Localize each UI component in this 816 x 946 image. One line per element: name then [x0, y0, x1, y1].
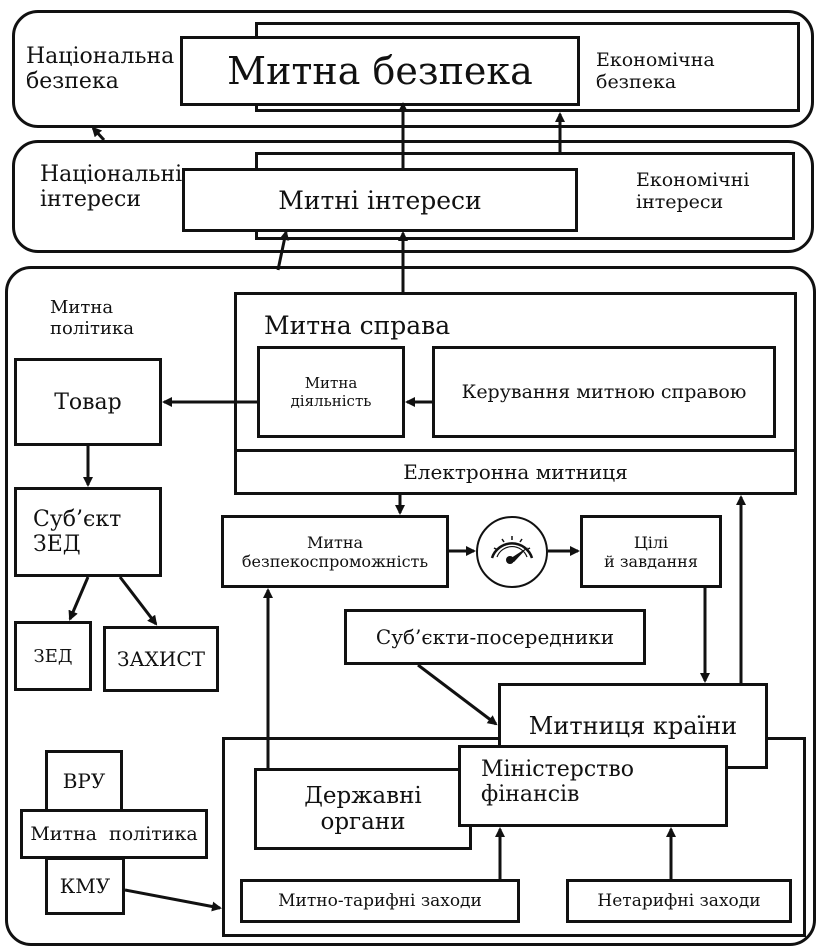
goods-label: Товар [54, 389, 122, 415]
state-bodies-label: Державні органи [304, 783, 422, 835]
goods-box: Товар [14, 358, 162, 446]
customs-policy-label: Митна політика [50, 297, 134, 339]
customs-policy-bar: Митна політика [20, 809, 208, 859]
non-tariff-measures-label: Нетарифні заходи [597, 891, 761, 911]
customs-activity-label: Митна діяльність [290, 374, 372, 410]
fea-subject-box: Суб’єкт ЗЕД [14, 487, 162, 577]
intermediaries-box: Суб’єкти-посередники [344, 609, 646, 665]
tariff-measures-label: Митно-тарифні заходи [278, 891, 482, 911]
fea-subject-label: Суб’єкт ЗЕД [33, 507, 122, 557]
protection-box: ЗАХИСТ [103, 626, 219, 692]
kmu-box: КМУ [45, 857, 125, 915]
economic-interests-label: Економічні інтереси [636, 169, 750, 213]
customs-capability-label: Митна безпекоспроможність [241, 532, 429, 571]
vru-box: ВРУ [45, 750, 123, 812]
economic-security-label: Економічна безпека [596, 49, 715, 93]
tariff-measures-box: Митно-тарифні заходи [240, 879, 520, 923]
national-security-label: Національна безпека [26, 44, 175, 95]
customs-policy-bar-label: Митна політика [30, 823, 198, 845]
customs-interests-label: Митні інтереси [278, 185, 482, 215]
vru-label: ВРУ [62, 769, 106, 793]
e-customs-label: Електронна митниця [403, 460, 628, 484]
speedometer-icon [476, 516, 548, 588]
customs-management-label: Керування митною справою [461, 381, 747, 403]
customs-activity-box: Митна діяльність [257, 346, 405, 438]
ministry-finance-box: Міністерство фінансів [458, 745, 728, 827]
arrow-national-panels [91, 126, 106, 142]
customs-interests-box: Митні інтереси [182, 168, 578, 232]
intermediaries-label: Суб’єкти-посередники [375, 625, 615, 649]
state-bodies-box: Державні органи [254, 768, 472, 850]
customs-capability-box: Митна безпекоспроможність [221, 515, 449, 588]
non-tariff-measures-box: Нетарифні заходи [566, 879, 792, 923]
fea-box: ЗЕД [14, 621, 92, 691]
protection-label: ЗАХИСТ [117, 647, 205, 671]
customs-management-box: Керування митною справою [432, 346, 776, 438]
kmu-label: КМУ [59, 874, 111, 898]
fea-label: ЗЕД [33, 645, 73, 667]
customs-security-label: Митна безпека [227, 49, 533, 93]
goals-label: Цілі й завдання [604, 532, 698, 571]
ministry-finance-label: Міністерство фінансів [481, 757, 634, 808]
goals-box: Цілі й завдання [580, 515, 722, 588]
e-customs-box: Електронна митниця [234, 449, 797, 495]
national-interests-label: Національні інтереси [40, 162, 183, 213]
country-customs-label: Митниця країни [528, 712, 738, 740]
customs-security-box: Митна безпека [180, 36, 580, 106]
customs-affairs-title: Митна справа [264, 311, 451, 340]
